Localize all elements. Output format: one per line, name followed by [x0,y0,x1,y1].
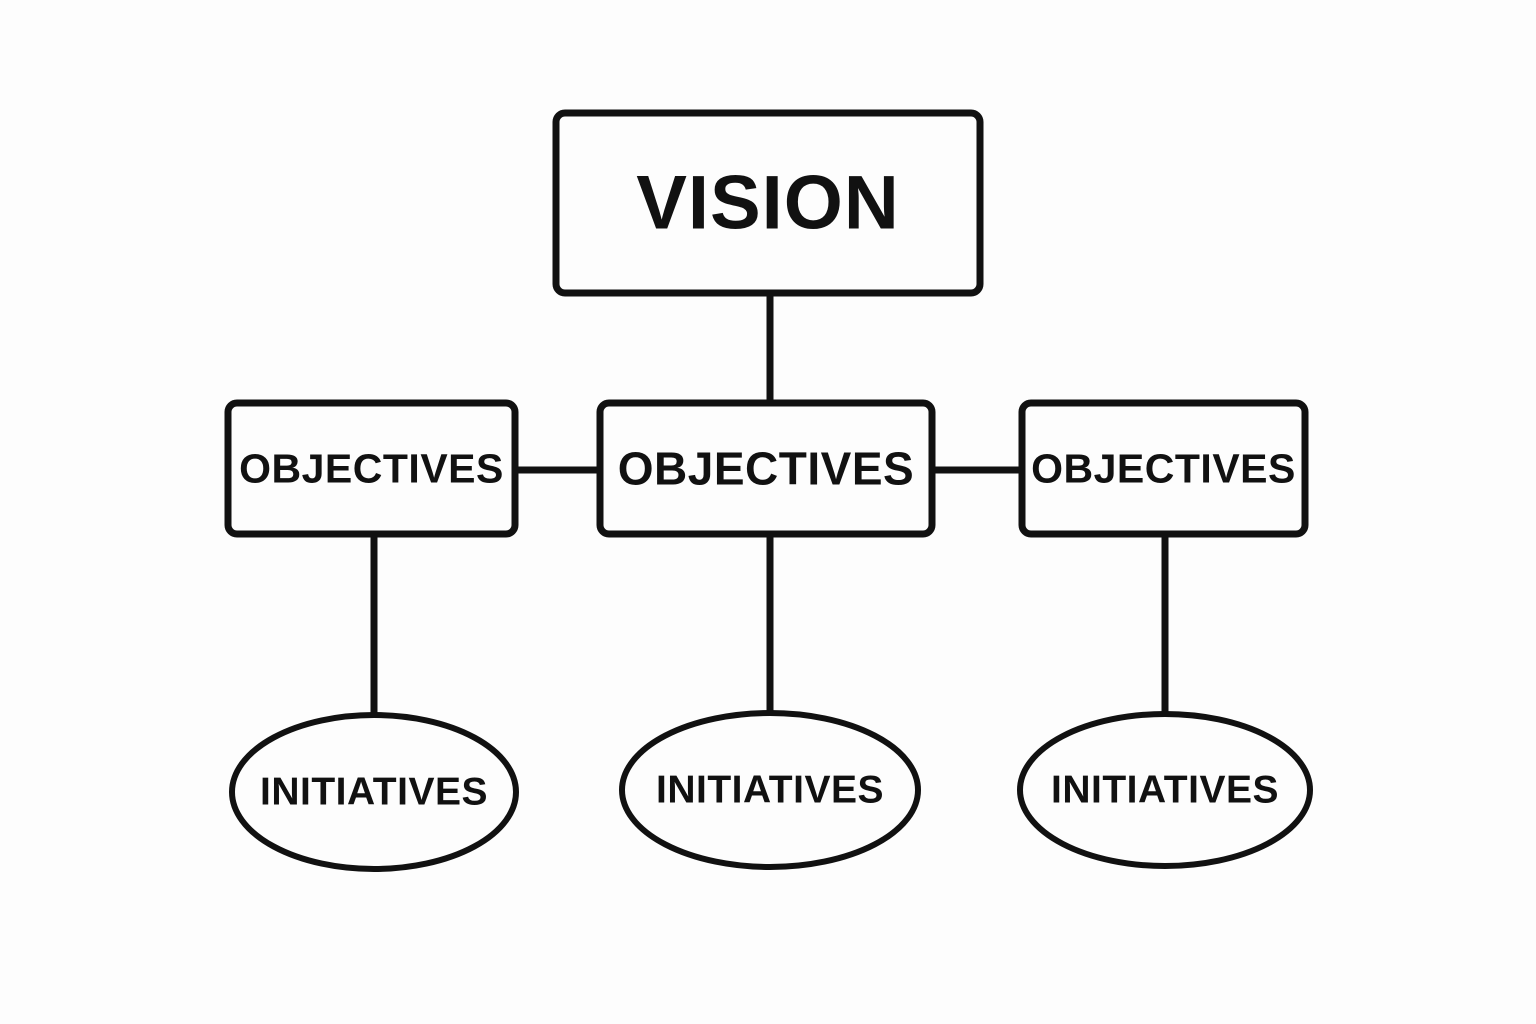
node-objectives-left[interactable]: OBJECTIVES [224,399,519,538]
initiatives-right-ellipse[interactable] [1017,711,1313,869]
initiatives-right-label: INITIATIVES [1051,769,1279,812]
objectives-right-label: OBJECTIVES [1031,446,1296,492]
objectives-left-label: OBJECTIVES [239,446,504,492]
connector-group [370,293,1169,722]
objectives-right-box[interactable] [1018,399,1309,538]
initiatives-left-label: INITIATIVES [260,771,488,814]
node-initiatives-left[interactable]: INITIATIVES [229,712,519,872]
initiatives-center-ellipse[interactable] [619,710,921,870]
node-initiatives-right[interactable]: INITIATIVES [1017,711,1313,869]
initiatives-left-ellipse[interactable] [229,712,519,872]
node-vision[interactable]: VISION [552,109,984,297]
objectives-center-label: OBJECTIVES [618,443,914,495]
vision-box[interactable] [552,109,984,297]
objectives-left-box[interactable] [224,399,519,538]
vision-label: VISION [636,161,900,246]
node-initiatives-center[interactable]: INITIATIVES [619,710,921,870]
node-objectives-center[interactable]: OBJECTIVES [596,399,936,538]
initiatives-center-label: INITIATIVES [656,769,884,812]
node-objectives-right[interactable]: OBJECTIVES [1018,399,1309,538]
objectives-center-box[interactable] [596,399,936,538]
